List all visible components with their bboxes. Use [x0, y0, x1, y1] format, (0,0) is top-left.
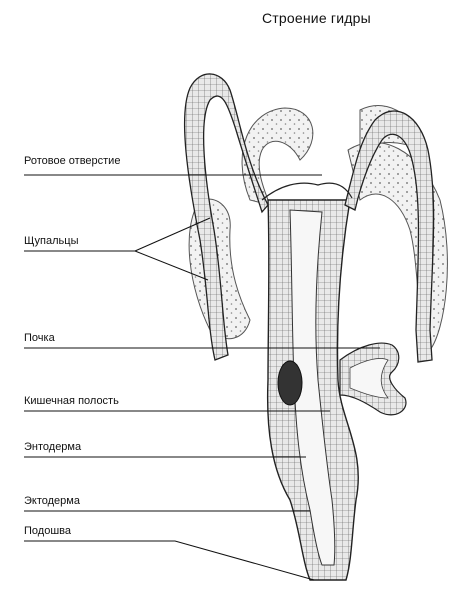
label-endoderm: Энтодерма [24, 441, 81, 453]
label-bud: Почка [24, 332, 55, 344]
label-gut-cavity: Кишечная полость [24, 395, 119, 407]
label-mouth: Ротовое отверстие [24, 155, 120, 167]
bud [340, 343, 406, 415]
label-ectoderm: Эктодерма [24, 495, 80, 507]
gonad [278, 361, 302, 405]
label-sole: Подошва [24, 525, 71, 537]
diagram-title: Строение гидры [262, 10, 371, 26]
leader-sole [24, 541, 314, 580]
label-tentacles: Щупальцы [24, 235, 78, 247]
